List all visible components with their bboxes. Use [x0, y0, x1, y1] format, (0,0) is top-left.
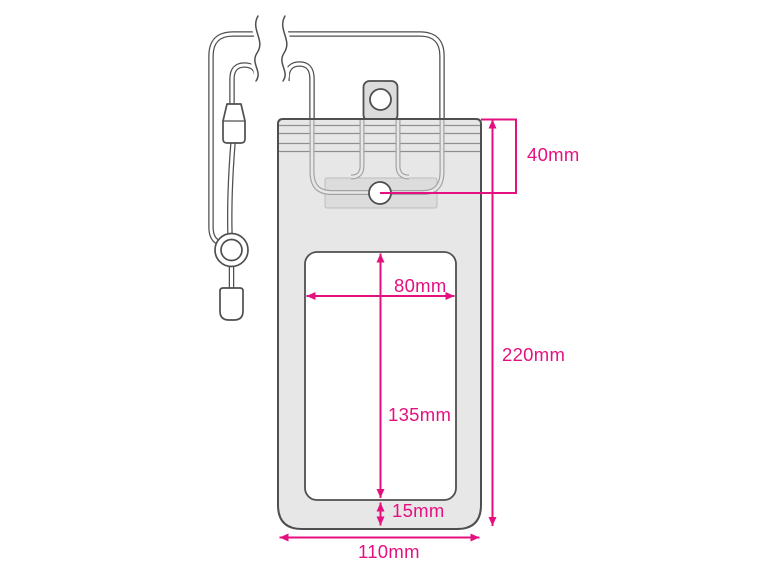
cord-end-toggle: [219, 287, 244, 321]
cord-pouch-arch-stroke: [284, 61, 315, 120]
tab-strap-right-core: [396, 120, 410, 179]
dim-window-height-label: 135mm: [388, 404, 451, 425]
lanyard-strap: [208, 12, 445, 321]
tab-strap-left-core: [350, 120, 364, 179]
strap-break-mark-left: [254, 15, 261, 82]
dim-flap-depth-label: 40mm: [527, 144, 580, 165]
cord-right-run-core: [286, 32, 444, 120]
strap-break-mark-right: [281, 15, 288, 82]
cord-bead-arch-stroke: [229, 62, 260, 104]
hanger-tab: [362, 80, 399, 122]
cord-bead-to-ring-core: [228, 142, 235, 237]
dim-flap-depth-bracket: [380, 118, 517, 194]
dim-window-width-label: 80mm: [394, 275, 447, 296]
dimension-annotations: 220mm 40mm 80mm 135mm 15mm 110mm: [279, 118, 580, 562]
dim-overall-width-label: 110mm: [358, 541, 420, 562]
cord-lock-bead: [222, 103, 246, 144]
dim-bottom-margin-label: 15mm: [392, 500, 445, 521]
hanger-tab-hole: [369, 88, 392, 111]
cord-left-run-core: [209, 32, 256, 245]
strap-ring-inner: [220, 238, 243, 262]
dim-overall-height-label: 220mm: [502, 344, 565, 365]
